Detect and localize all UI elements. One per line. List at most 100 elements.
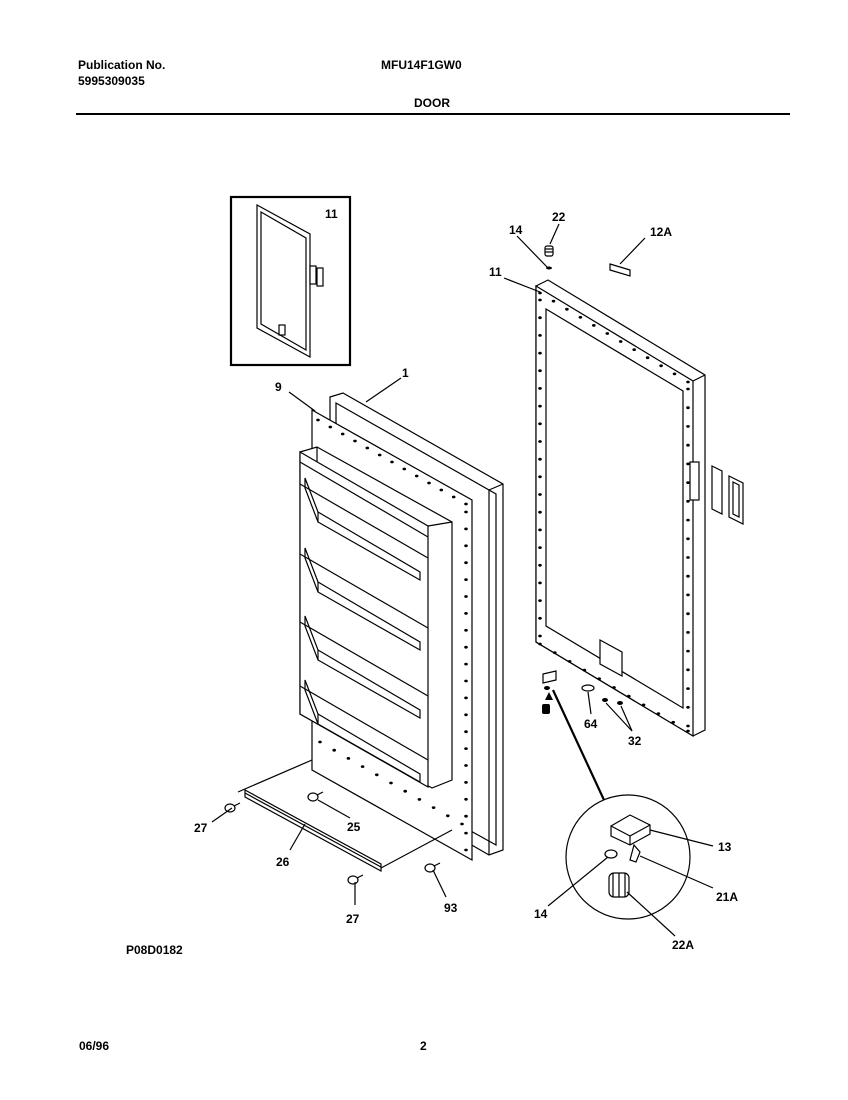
screw-hole (538, 298, 542, 302)
screw-hole (686, 724, 690, 728)
liner-body (299, 446, 453, 789)
figure-code: P08D0182 (126, 943, 183, 957)
publication-label: Publication No. (78, 58, 166, 72)
top-hinge-parts (544, 245, 554, 270)
screw-hole (446, 814, 450, 818)
screw-hole (538, 316, 542, 320)
screw-hole (627, 694, 631, 698)
screw-hole (464, 831, 468, 835)
screw-hole (592, 324, 596, 327)
gasket-inset (229, 195, 352, 367)
screw-hole (346, 757, 351, 760)
screw-hole (686, 574, 690, 578)
shelf-divider (299, 553, 429, 629)
door-outer-panel (535, 263, 744, 738)
screw-hole (538, 291, 542, 295)
screw-head (307, 792, 319, 802)
shelf-divider (299, 483, 429, 559)
shelf-divider (299, 621, 429, 697)
screw-hole (582, 668, 587, 672)
screw-hole (464, 612, 468, 615)
screw-hole (605, 332, 610, 335)
callout-label: 12A (650, 225, 672, 239)
callout-screw-top: 14 (509, 223, 523, 237)
screw-hole (686, 612, 690, 616)
screw-hole (618, 340, 623, 343)
screw-hole (464, 713, 468, 717)
screw-hole (464, 662, 468, 666)
screw-hole (403, 789, 408, 793)
screw-hole (686, 593, 690, 597)
screw-hole (538, 369, 542, 373)
screw-hole (538, 404, 542, 408)
screw-hole (565, 307, 569, 311)
screw-hole (439, 488, 444, 492)
screw-hole (686, 518, 690, 522)
callout-screw-shelf: 25 (347, 820, 361, 834)
callout-liner-panel: 9 (275, 380, 282, 394)
callout-hinge-bracket: 13 (718, 840, 732, 854)
screw-hole (464, 747, 468, 750)
callout-gasket-inset: 11 (325, 207, 338, 221)
screw-hole (375, 773, 379, 777)
screw-hole (686, 537, 690, 541)
screw-hole (464, 561, 468, 565)
screw-hole (538, 528, 542, 532)
screw-hole (659, 364, 663, 368)
screw-hole (464, 645, 468, 649)
screw-hole (538, 493, 542, 496)
callout-screw-bottom: 27 (346, 912, 360, 926)
screw-hole (538, 351, 542, 355)
screw-hole (353, 439, 357, 443)
callout-cap-detail: 22A (672, 938, 694, 952)
header-rule (76, 113, 790, 115)
screw-hole (464, 814, 468, 818)
screw-hole (464, 764, 468, 767)
screw-hole (538, 563, 542, 567)
screw-hole (332, 748, 337, 752)
screw-hole (318, 740, 322, 744)
screw-hole (464, 527, 468, 531)
screw-hole (360, 765, 365, 768)
screw-hole (686, 481, 690, 484)
screw-head (424, 863, 436, 873)
screw-hole (538, 599, 542, 602)
screw-hole (427, 481, 431, 485)
screw-hole (686, 443, 690, 447)
screw-hole (686, 380, 690, 384)
screw-hole (538, 634, 542, 638)
callout-screw-right: 93 (444, 901, 458, 915)
screw-hole (641, 703, 646, 707)
callout-shelf-rail: 26 (276, 855, 290, 869)
screw-hole (686, 687, 690, 690)
screw-hole (402, 467, 407, 471)
screw-hole (328, 425, 333, 429)
screw-shank (233, 802, 241, 807)
screw-hole (464, 781, 468, 784)
screw-hole (538, 387, 542, 390)
screw-hole (464, 595, 468, 598)
callout-cap-top: 22 (552, 210, 566, 224)
screw-hole (686, 406, 690, 410)
bottom-hinge-parts (542, 670, 623, 801)
screw-hole (553, 651, 557, 655)
screw-hole (612, 686, 616, 689)
screw-hole (464, 679, 468, 683)
callout-spacer: 64 (584, 717, 598, 731)
callout-screw-left: 27 (194, 821, 208, 835)
screw-hole (671, 720, 675, 724)
shelf-divider (299, 685, 429, 761)
screw-hole (538, 440, 542, 443)
screw-hole (567, 660, 572, 663)
screw-hole (686, 425, 690, 428)
screw-hole (389, 781, 393, 785)
screw-hole (686, 668, 690, 672)
screw-hole (464, 544, 468, 548)
callout-washer-detail: 14 (534, 907, 548, 921)
callout-door-liner: 1 (402, 366, 409, 380)
screw-hole (460, 822, 464, 826)
screw-shank (433, 862, 441, 867)
screw-hole (686, 649, 690, 653)
screw-hole (597, 677, 601, 681)
